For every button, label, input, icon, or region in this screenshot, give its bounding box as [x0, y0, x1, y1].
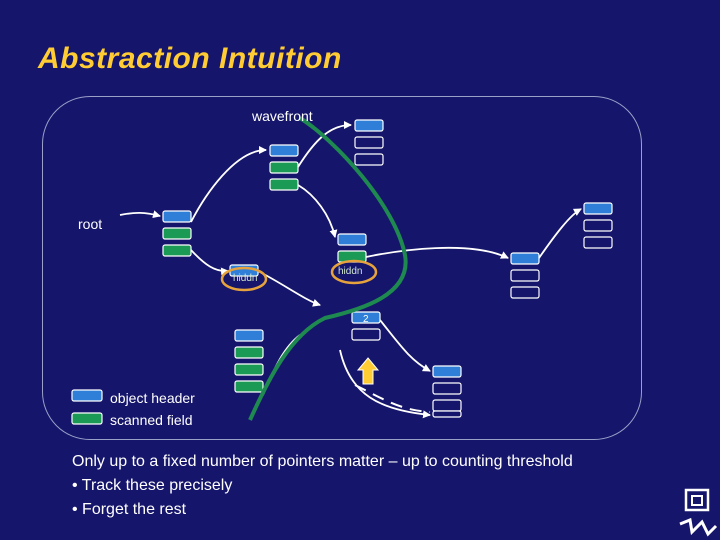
increment-arrow-icon [356, 357, 380, 385]
root-label: root [78, 216, 103, 232]
caption-bullet-precise: • Track these precisely [72, 477, 233, 494]
object-root [162, 210, 192, 257]
object-far-right [583, 202, 613, 249]
counter-value: 2 [363, 314, 369, 325]
object-right [510, 252, 540, 299]
legend-header-swatch [71, 389, 103, 402]
hidden-label-right: hiddn [338, 266, 363, 277]
legend-object-header: object header [110, 390, 195, 406]
caption-line: Only up to a fixed number of pointers ma… [72, 453, 573, 470]
object-top-right [354, 119, 384, 166]
legend-scanned-field: scanned field [110, 412, 193, 428]
object-bottom-right [432, 365, 462, 418]
institution-logo-icon [679, 488, 718, 537]
caption-bullet-forget: • Forget the rest [72, 501, 187, 518]
object-counter [351, 311, 381, 341]
legend-field-swatch [71, 412, 103, 425]
object-middle [337, 233, 367, 263]
hidden-ring-left [220, 266, 268, 292]
diagram-frame [42, 96, 642, 440]
caption: Only up to a fixed number of pointers ma… [72, 450, 573, 522]
dashed-edge [354, 384, 431, 413]
wavefront-curve [248, 116, 408, 421]
object-top-left [269, 144, 299, 191]
slide-title: Abstraction Intuition [38, 42, 342, 75]
wavefront-label: wavefront [252, 108, 313, 124]
object-bottom-left [234, 329, 264, 393]
hidden-label-left: hiddn [233, 273, 258, 284]
hidden-ring-right [330, 259, 378, 285]
